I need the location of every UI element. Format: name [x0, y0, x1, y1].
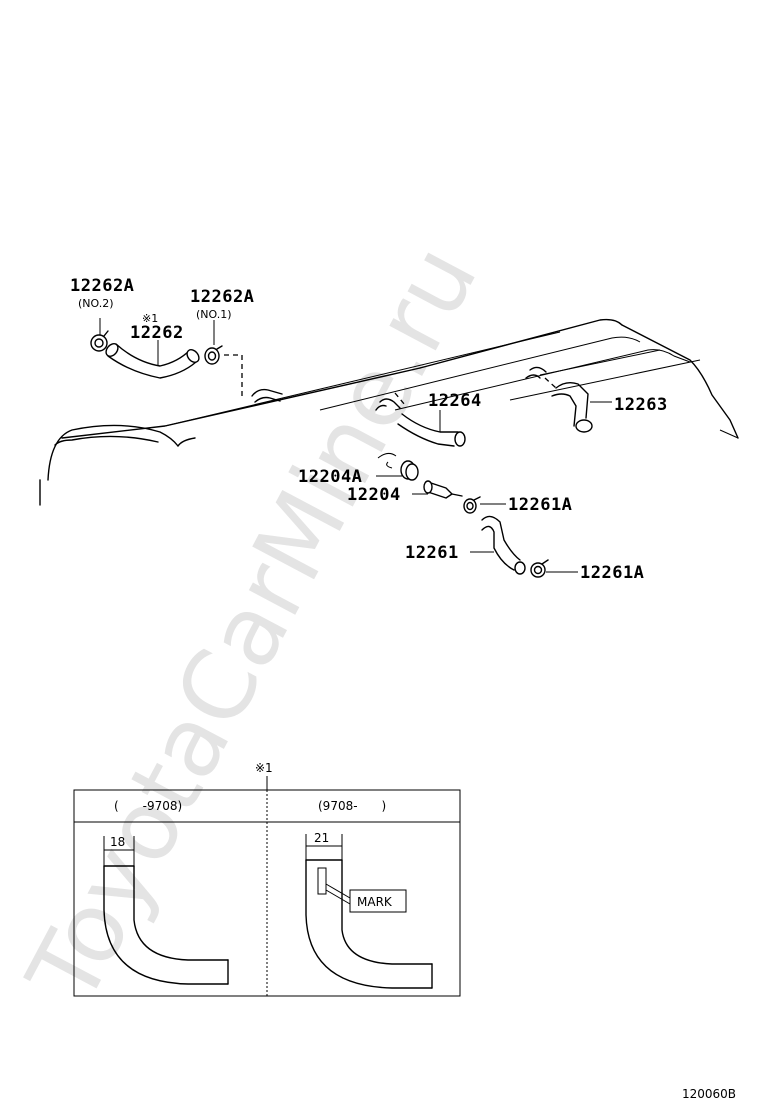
clamp-12262a-no1 [204, 320, 223, 365]
label-12261: 12261 [405, 543, 459, 563]
clamp-12261a-lower [530, 559, 578, 578]
mark-label: MARK [357, 895, 393, 909]
label-12263: 12263 [614, 395, 668, 415]
hose-12264 [375, 398, 466, 447]
hose-12261 [470, 515, 526, 575]
label-12264: 12264 [428, 391, 482, 411]
label-12204a: 12204A [298, 467, 362, 487]
watermark: ToyotaCarMine.ru [6, 228, 499, 1022]
grommet-12204a [376, 452, 419, 481]
illustration-code: 120060B [682, 1087, 736, 1101]
hose-12262 [105, 340, 200, 379]
engine-cover-outline [39, 318, 739, 506]
note-no2: (NO.2) [78, 297, 114, 310]
clamp-12262a-no2 [90, 318, 109, 352]
label-12261a-lower: 12261A [580, 563, 644, 583]
cover-pipe-stub [251, 388, 283, 403]
label-12261a-upper: 12261A [508, 495, 572, 515]
label-12262a-no2: 12262A [70, 276, 134, 296]
detail-table: ※1 ( -9708) (9708- ) 18 21 MARK [73, 761, 461, 997]
mark-note-1: ※1 [142, 312, 158, 325]
hose-12263 [525, 366, 612, 433]
valve-12204 [412, 480, 463, 499]
detail-left-header: ( -9708) [114, 799, 182, 813]
note-no1: (NO.1) [196, 308, 232, 321]
detail-mark: ※1 [255, 761, 273, 775]
detail-left-dim: 18 [110, 835, 125, 849]
detail-right-elbow: 21 MARK [305, 831, 433, 989]
detail-left-elbow: 18 [103, 835, 229, 985]
detail-right-header: (9708- ) [318, 799, 386, 813]
label-12262: 12262 [130, 323, 184, 343]
clamp-12261a-upper [463, 496, 506, 514]
label-12262a-no1: 12262A [190, 287, 254, 307]
connection-dash-lines [224, 354, 557, 406]
detail-right-dim: 21 [314, 831, 329, 845]
label-12204: 12204 [347, 485, 401, 505]
